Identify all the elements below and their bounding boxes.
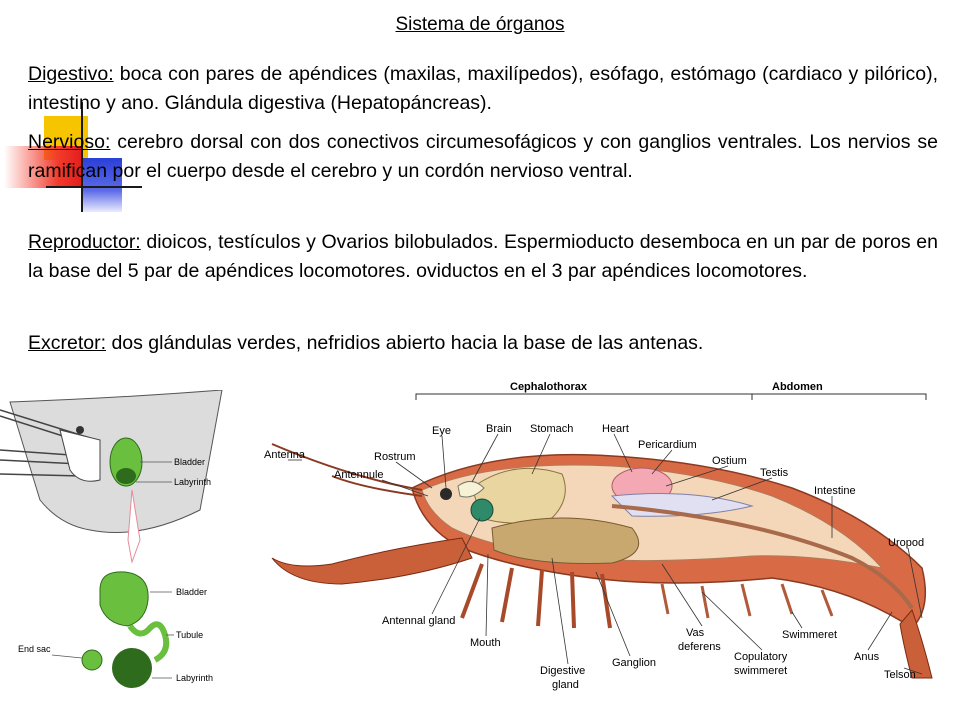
crayfish-anatomy-figure: Cephalothorax Abdomen Eye Brain Stomach … [264, 381, 933, 691]
decorative-red-bar [4, 146, 82, 188]
label-ostium: Ostium [712, 455, 747, 467]
stomach [471, 468, 566, 524]
label-uropod: Uropod [888, 537, 924, 549]
label-rostrum: Rostrum [374, 451, 416, 463]
leader-end-sac [51, 654, 83, 659]
text-excretor: dos glándulas verdes, nefridios abierto … [106, 332, 704, 354]
label-cephalothorax: Cephalothorax [510, 381, 588, 393]
slide-title: Sistema de órganos [395, 14, 565, 35]
label-telson: Telson [884, 669, 916, 681]
label-end-sac: End sac [18, 644, 51, 654]
label-digestive-1: Digestive [540, 665, 585, 677]
gland-labyrinth-bottom [112, 648, 152, 688]
label-swimmeret: Swimmeret [782, 629, 837, 641]
label-bladder-top: Bladder [174, 457, 205, 467]
label-mouth: Mouth [470, 637, 501, 649]
label-antenna: Antenna [264, 449, 306, 461]
label-stomach: Stomach [530, 423, 573, 435]
antennule [331, 475, 423, 497]
label-eye: Eye [432, 425, 451, 437]
swimmerets [660, 583, 834, 619]
label-ganglion: Ganglion [612, 657, 656, 669]
label-vas-1: Vas [686, 627, 705, 639]
label-antennule: Antennule [334, 469, 384, 481]
decorative-vertical-line [81, 102, 83, 212]
gland-bladder-bottom [99, 571, 149, 627]
eye [440, 488, 452, 500]
label-labyrinth-bottom: Labyrinth [176, 673, 213, 683]
decorative-blue-square [82, 158, 122, 212]
text-nervioso: cerebro dorsal con dos conectivos circum… [28, 131, 938, 182]
label-pericardium: Pericardium [638, 439, 697, 451]
label-tubule: Tubule [176, 630, 203, 640]
label-testis: Testis [760, 467, 789, 479]
antennal-gland [470, 498, 494, 522]
gland-end-sac [81, 649, 103, 671]
antenna-bases [0, 409, 91, 477]
claw [271, 537, 473, 585]
eye-dot [76, 426, 84, 434]
gland-duct [127, 489, 141, 564]
bracket-abdomen [751, 393, 927, 400]
label-heart: Heart [602, 423, 629, 435]
paragraph-digestivo: Digestivo: boca con pares de apéndices (… [28, 60, 938, 118]
label-vas-2: deferens [678, 641, 721, 653]
label-copulatory-2: swimmeret [734, 665, 787, 677]
label-anus: Anus [854, 651, 880, 663]
label-digestive-2: gland [552, 679, 579, 691]
term-nervioso: Nervioso: [28, 131, 111, 153]
paragraph-nervioso: Nervioso: cerebro dorsal con dos conecti… [28, 128, 938, 186]
term-digestivo: Digestivo: [28, 63, 114, 85]
gland-tubule [127, 621, 170, 663]
bracket-cephalothorax [415, 393, 753, 400]
leader-lines [288, 433, 923, 675]
label-copulatory-1: Copulatory [734, 651, 788, 663]
decorative-horizontal-line [46, 186, 142, 188]
antenna [271, 443, 423, 491]
gland-labyrinth-top [116, 468, 136, 484]
appendage-base [59, 429, 101, 482]
label-intestine: Intestine [814, 485, 856, 497]
walking-legs [460, 563, 612, 629]
text-digestivo: boca con pares de apéndices (maxilas, ma… [28, 63, 938, 114]
anatomy-labels: Eye Brain Stomach Heart Pericardium Osti… [264, 423, 924, 691]
label-labyrinth-top: Labyrinth [174, 477, 211, 487]
term-reproductor: Reproductor: [28, 231, 141, 253]
paragraph-excretor: Excretor: dos glándulas verdes, nefridio… [28, 329, 938, 358]
intestine [611, 504, 914, 610]
telson-uropod [899, 609, 933, 679]
label-bladder-bottom: Bladder [176, 587, 207, 597]
term-excretor: Excretor: [28, 332, 107, 354]
brain [457, 481, 485, 498]
paragraph-reproductor: Reproductor: dioicos, testículos y Ovari… [28, 228, 938, 286]
label-antennal-gland: Antennal gland [382, 615, 455, 627]
text-reproductor: dioicos, testículos y Ovarios bilobulado… [28, 231, 938, 282]
digestive-gland [491, 517, 640, 564]
label-abdomen: Abdomen [772, 381, 823, 393]
label-brain: Brain [486, 423, 512, 435]
green-gland-figure: Bladder Labyrinth Bladder Tubule End sac… [0, 390, 223, 688]
